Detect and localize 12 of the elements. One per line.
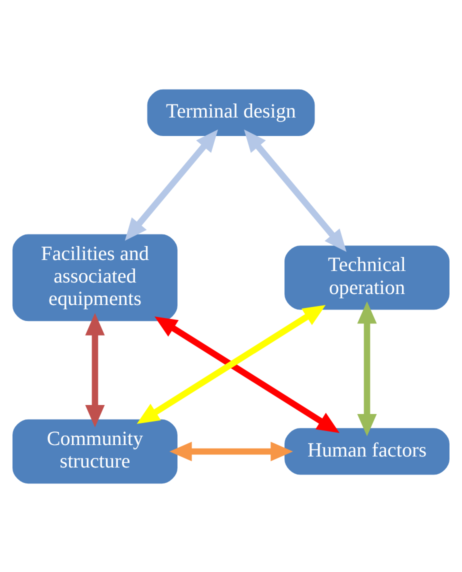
arrow: [244, 129, 346, 252]
arrow: [154, 316, 340, 432]
arrow: [124, 129, 218, 240]
node-box: Human factors: [284, 428, 450, 474]
node-box: Terminal design: [147, 88, 315, 136]
node-box: Facilities and associated equipments: [12, 234, 178, 321]
arrow: [170, 441, 293, 461]
node-box: Technical operation: [284, 245, 450, 310]
arrow: [85, 312, 105, 427]
node-box: Community structure: [12, 418, 178, 484]
arrow: [136, 304, 326, 424]
arrow: [357, 300, 377, 436]
